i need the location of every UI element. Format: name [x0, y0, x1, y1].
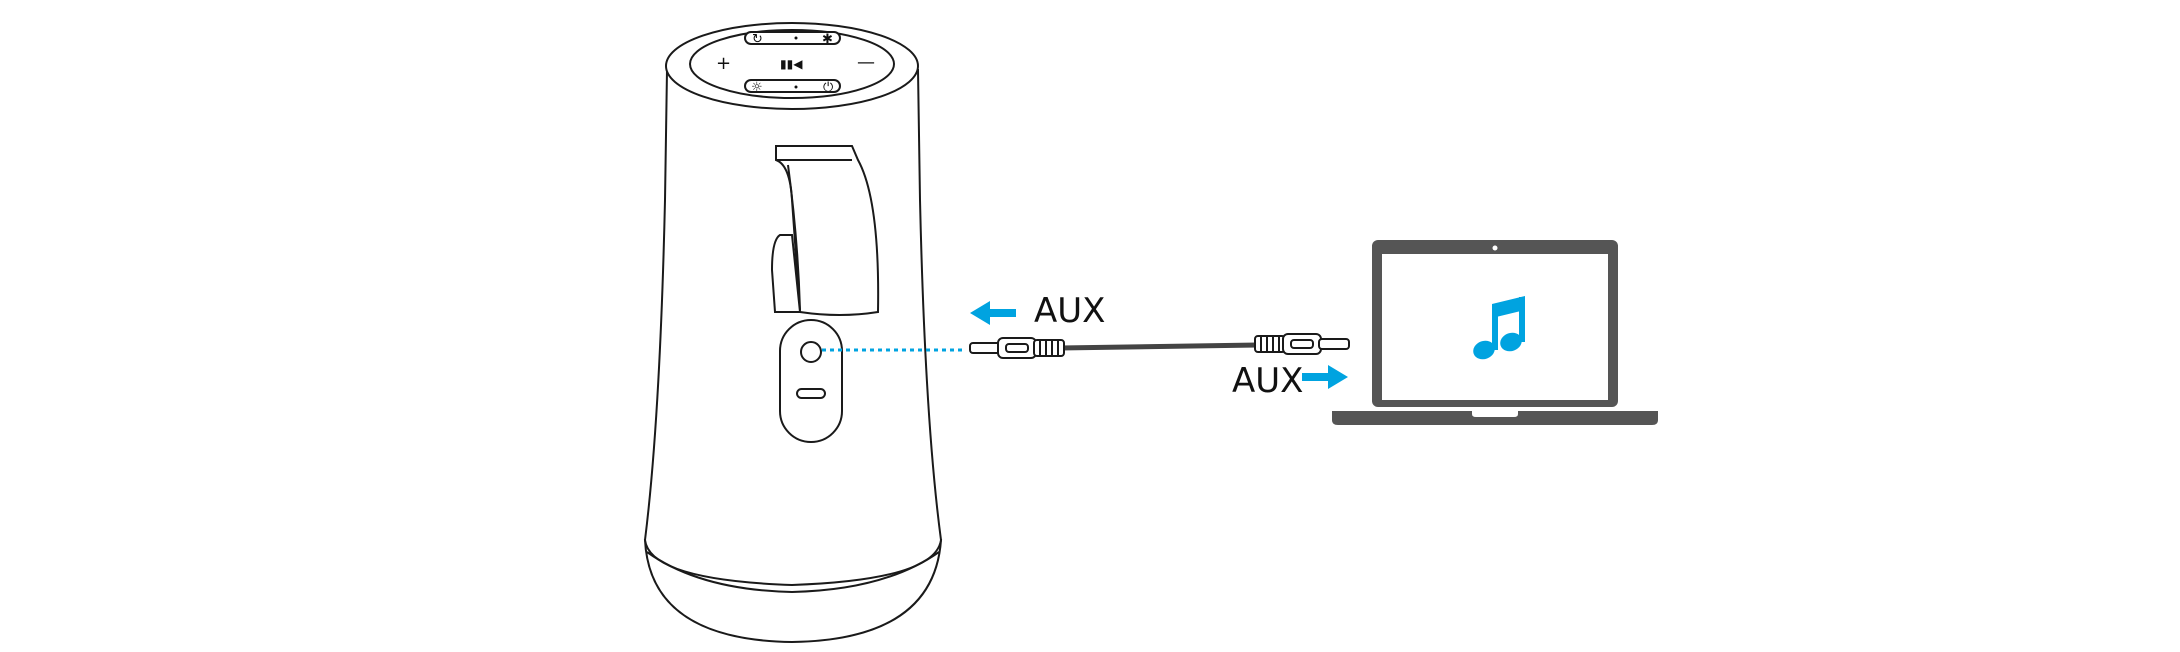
- strap: [775, 145, 880, 316]
- speaker: ↻ ✱ ☼ ⏻ + ▮▮◀ —: [643, 22, 943, 644]
- play-pause-icon[interactable]: ▮▮◀: [780, 57, 803, 71]
- aux-left-label: AUX: [1034, 291, 1105, 331]
- mode-icon[interactable]: ↻: [752, 32, 763, 47]
- aux-cable: [969, 333, 1350, 359]
- left-plug: [969, 337, 1065, 359]
- aux-port[interactable]: [800, 341, 822, 363]
- webcam: [1492, 245, 1498, 251]
- control-buttons: ↻ ✱ ☼ ⏻ + ▮▮◀ —: [716, 31, 875, 95]
- bluetooth-icon[interactable]: ✱: [822, 32, 833, 47]
- aux-right-label: AUX: [1232, 361, 1303, 401]
- right-plug: [1254, 333, 1350, 355]
- volume-down-icon[interactable]: —: [857, 52, 875, 73]
- aux-right-arrow-icon: [1302, 365, 1348, 389]
- power-icon[interactable]: ⏻: [823, 80, 833, 95]
- light-icon[interactable]: ☼: [751, 80, 763, 95]
- laptop-base: [1332, 411, 1658, 425]
- control-panel: [689, 29, 895, 99]
- aux-left-arrow-icon: [970, 301, 1016, 325]
- music-note-icon: [1473, 296, 1525, 360]
- usb-c-port[interactable]: [796, 388, 826, 399]
- laptop: [1332, 240, 1658, 425]
- volume-up-icon[interactable]: +: [716, 53, 731, 74]
- port-panel: [779, 319, 843, 443]
